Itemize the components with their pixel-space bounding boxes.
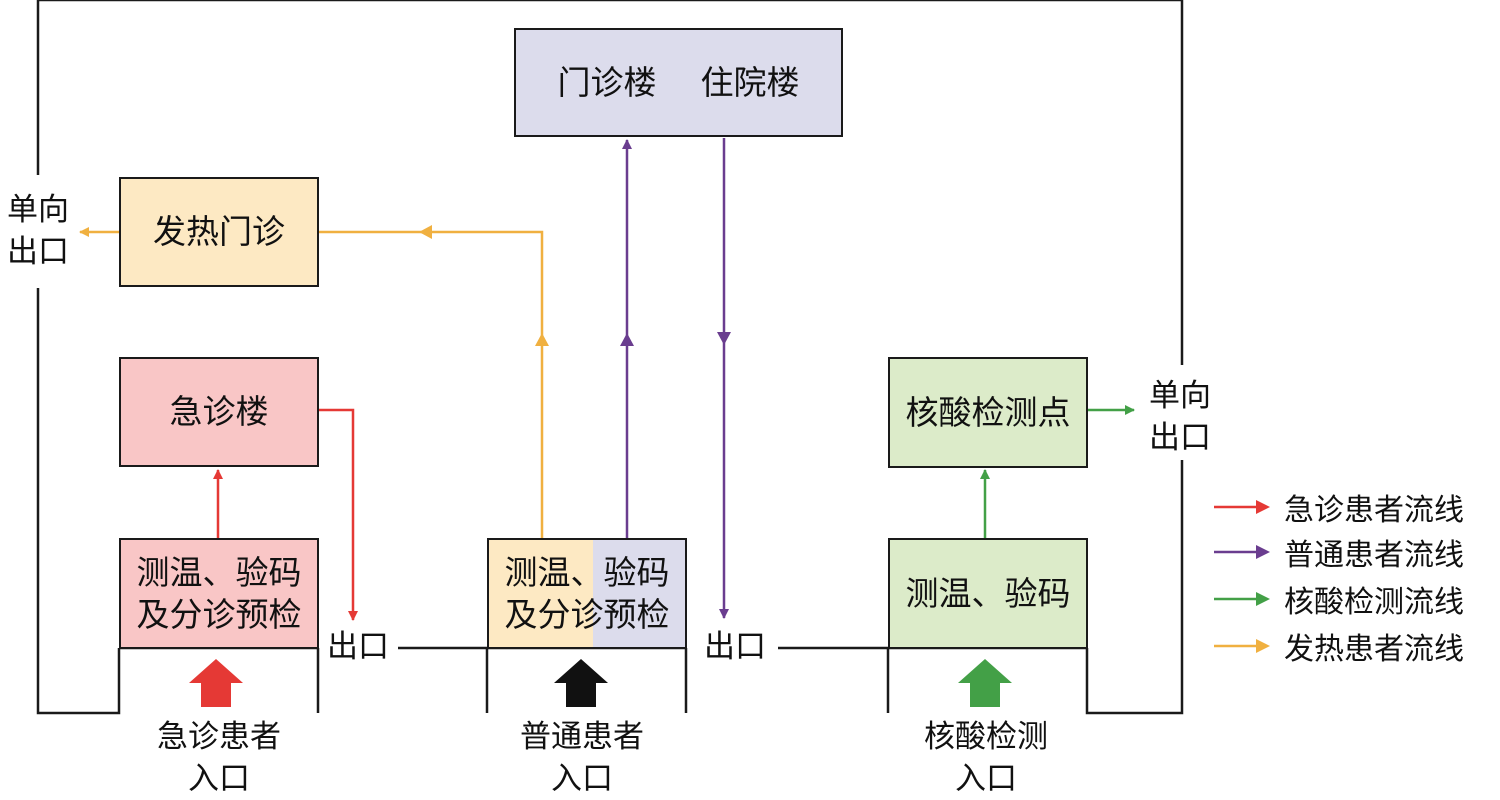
fever-flow xyxy=(79,227,544,538)
legend-item-general: 普通患者流线 xyxy=(1212,530,1464,574)
emergency-flow-arrow-exit xyxy=(318,408,358,621)
nucleic-testing-point-box: 核酸检测点 xyxy=(888,357,1088,468)
general-triage-line2: 及分诊预检 xyxy=(504,594,670,634)
outpatient-building-label: 门诊楼 xyxy=(557,62,657,102)
fever-flow-mid-arrows xyxy=(419,225,549,346)
inpatient-building-label: 住院楼 xyxy=(700,62,800,102)
entrance-general: 普通患者 入口 xyxy=(497,716,667,800)
entrance-nucleic: 核酸检测 入口 xyxy=(901,716,1071,800)
legend-item-emergency: 急诊患者流线 xyxy=(1212,485,1464,529)
entrance-emergency-line2: 入口 xyxy=(188,761,250,797)
outpatient-inpatient-building: 门诊楼 住院楼 xyxy=(514,28,843,137)
nucleic-check-box: 测温、验码 xyxy=(888,538,1088,649)
one-way-exit-right-line2: 出口 xyxy=(1149,420,1211,456)
emergency-entrance-arrow xyxy=(189,659,243,707)
entrance-nucleic-line1: 核酸检测 xyxy=(924,719,1048,755)
fever-clinic-label: 发热门诊 xyxy=(153,212,285,251)
nucleic-entrance-arrow xyxy=(958,659,1012,707)
entrance-general-line2: 入口 xyxy=(551,761,613,797)
legend-label: 核酸检测流线 xyxy=(1284,585,1464,620)
one-way-exit-left: 单向 出口 xyxy=(0,189,76,273)
entrance-emergency-line1: 急诊患者 xyxy=(157,719,281,755)
legend-label: 急诊患者流线 xyxy=(1284,493,1464,528)
general-entrance-arrow xyxy=(554,659,608,707)
general-flow-mid-arrows xyxy=(620,332,731,346)
one-way-exit-left-line2: 出口 xyxy=(7,234,69,270)
legend-arrow-icon xyxy=(1214,500,1270,514)
nucleic-flow xyxy=(980,405,1135,538)
fever-flow-path xyxy=(318,230,544,538)
exit-label-2: 出口 xyxy=(697,626,773,668)
one-way-exit-right-line1: 单向 xyxy=(1149,378,1211,414)
nucleic-check-label: 测温、验码 xyxy=(905,573,1071,613)
exit-label-1: 出口 xyxy=(320,626,396,668)
legend-label: 发热患者流线 xyxy=(1284,632,1464,667)
legend-arrow-icon xyxy=(1214,545,1270,559)
legend-item-nucleic: 核酸检测流线 xyxy=(1212,577,1464,621)
general-triage-box: 测温、验码 及分诊预检 xyxy=(487,538,687,649)
entrance-emergency: 急诊患者 入口 xyxy=(134,716,304,800)
one-way-exit-left-line1: 单向 xyxy=(7,192,69,228)
fever-clinic-box: 发热门诊 xyxy=(119,177,319,287)
legend-item-fever: 发热患者流线 xyxy=(1212,624,1464,668)
emergency-flow xyxy=(213,408,358,621)
one-way-exit-right: 单向 出口 xyxy=(1142,375,1218,459)
emergency-building-box: 急诊楼 xyxy=(119,357,319,467)
emergency-triage-line2: 及分诊预检 xyxy=(136,594,302,634)
entrance-nucleic-line2: 入口 xyxy=(955,761,1017,797)
general-triage-line1: 测温、验码 xyxy=(504,552,670,592)
entrance-general-line1: 普通患者 xyxy=(520,719,644,755)
emergency-building-label: 急诊楼 xyxy=(169,392,269,431)
emergency-triage-box: 测温、验码 及分诊预检 xyxy=(119,538,319,649)
legend-arrow-icon xyxy=(1214,639,1270,653)
legend-label: 普通患者流线 xyxy=(1284,538,1464,573)
legend-arrow-icon xyxy=(1214,592,1270,606)
nucleic-testing-point-label: 核酸检测点 xyxy=(905,392,1071,432)
emergency-triage-line1: 测温、验码 xyxy=(136,552,302,592)
